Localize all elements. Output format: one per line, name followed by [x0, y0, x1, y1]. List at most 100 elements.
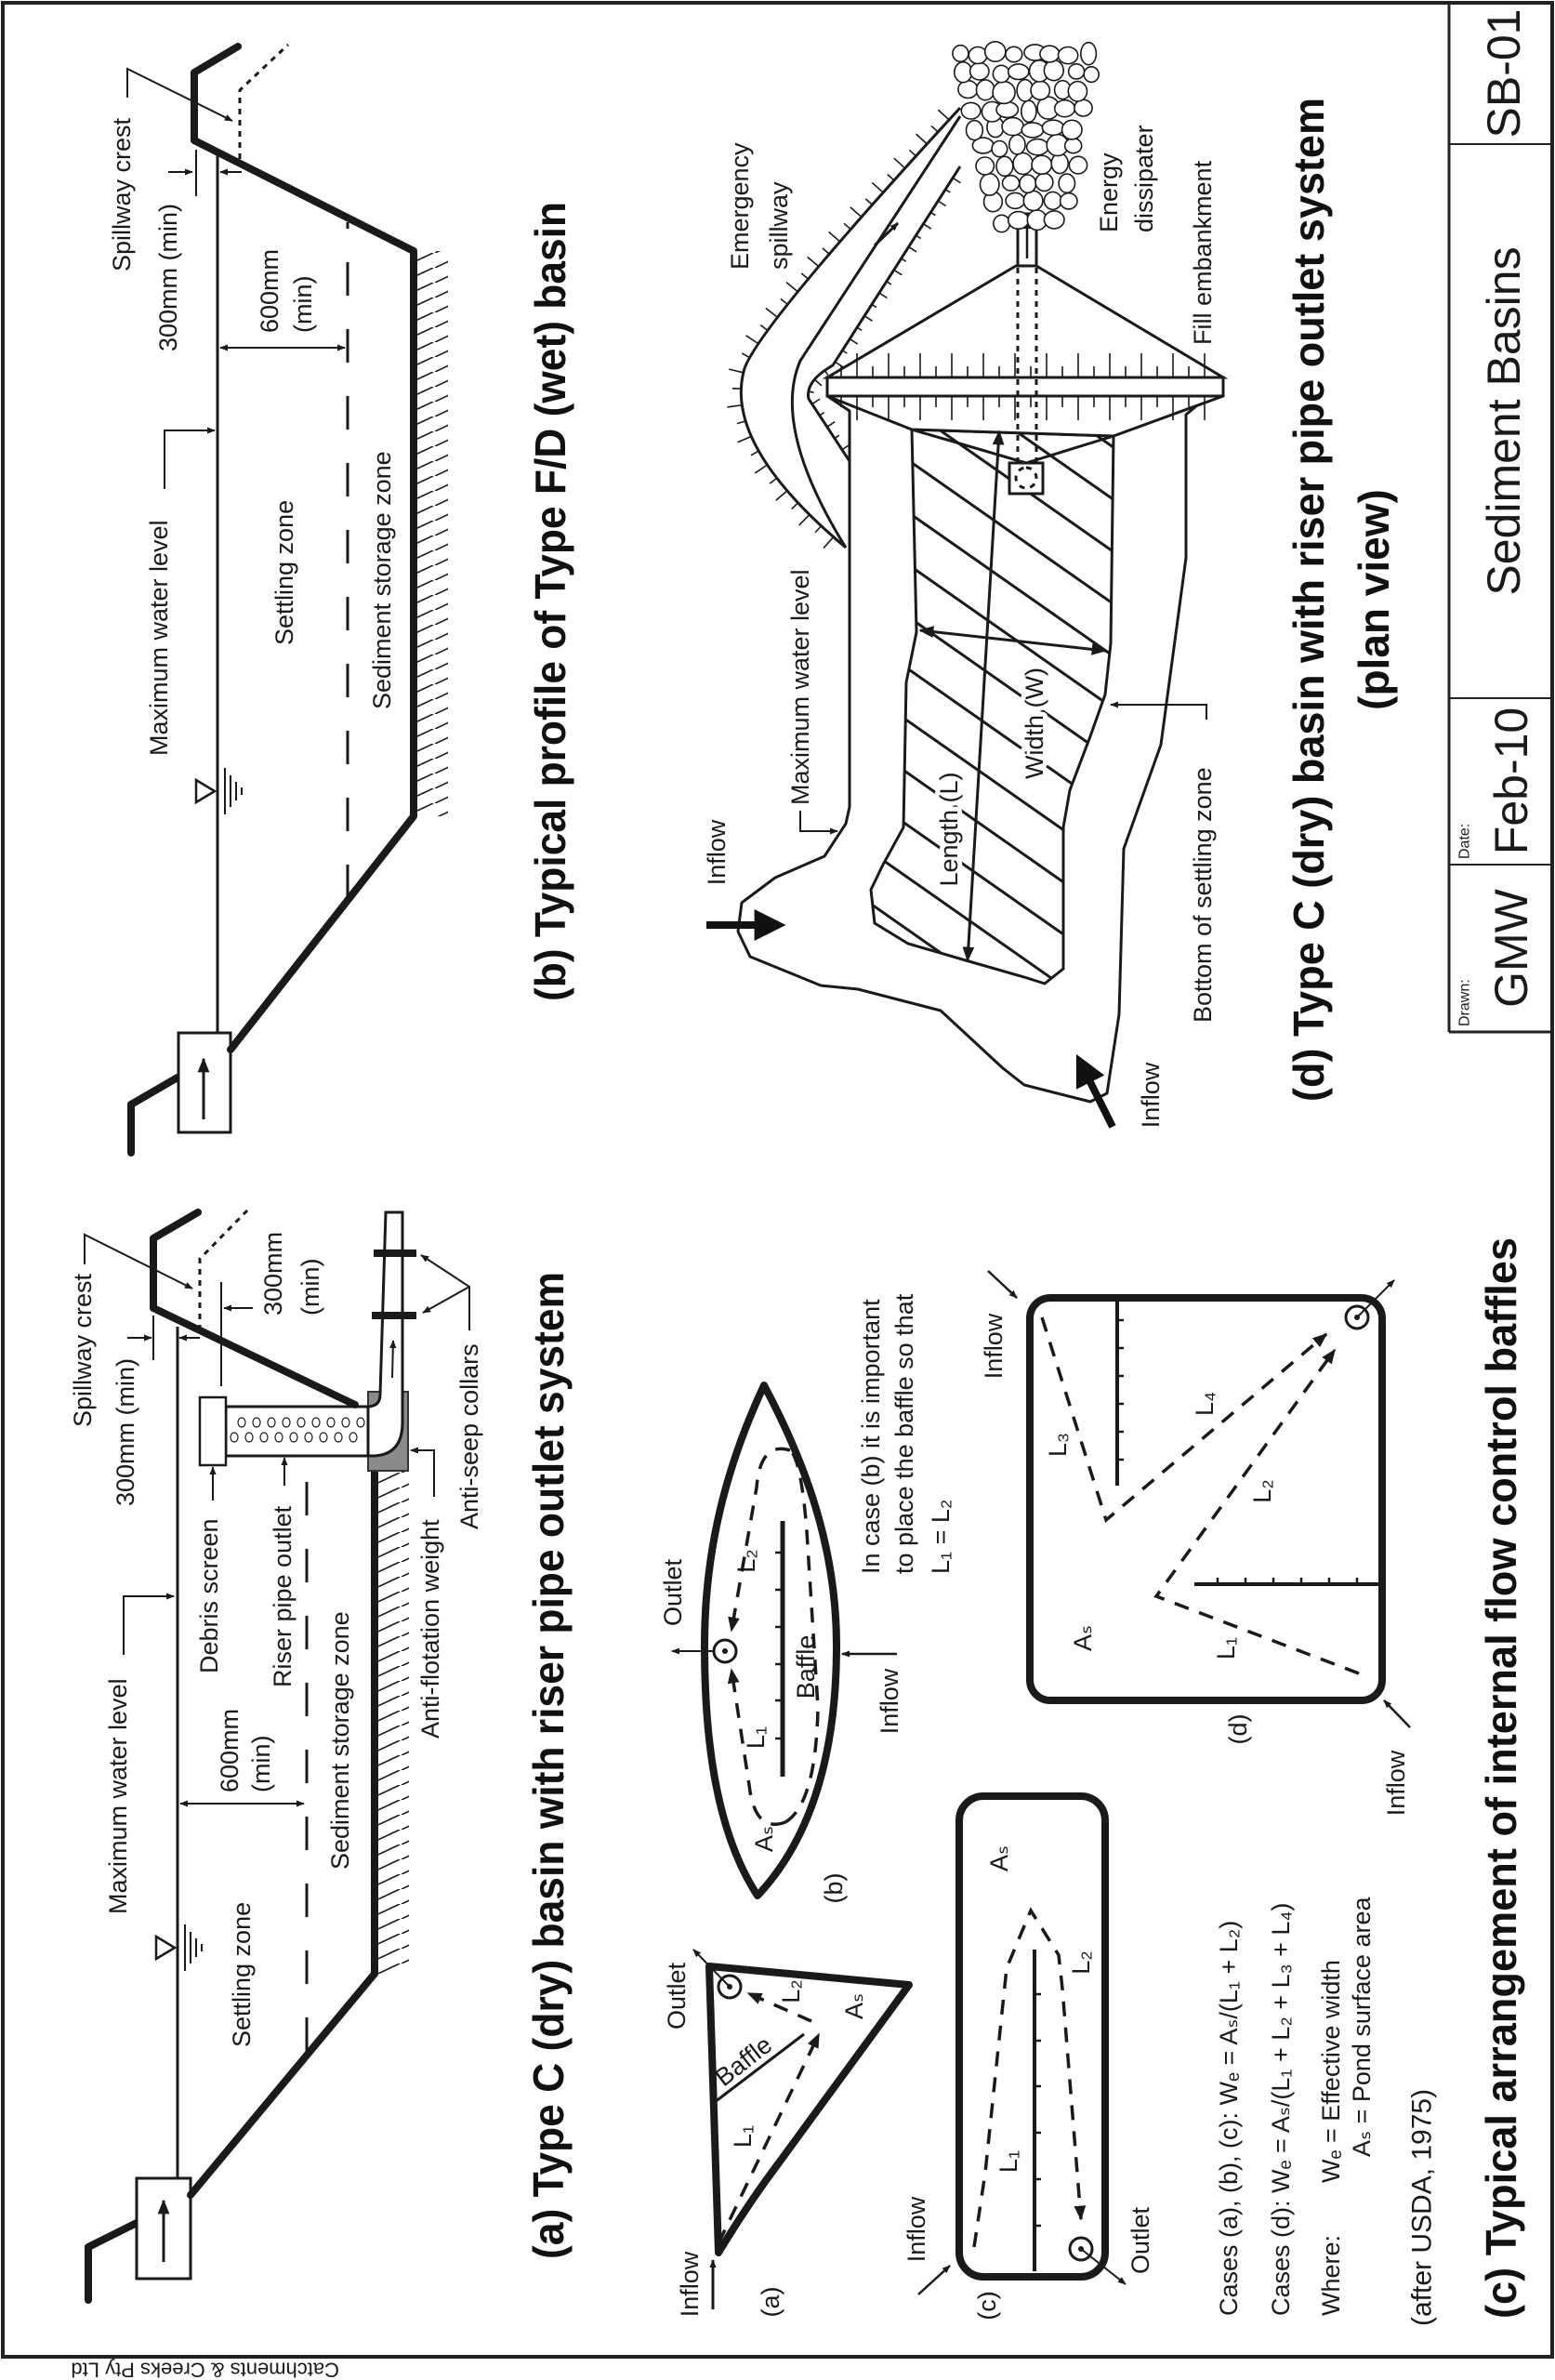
spillway-tick [849, 337, 859, 345]
spillway-tick [807, 256, 820, 268]
label-AS: Aₛ [750, 1826, 778, 1852]
date-value: Feb-10 [1485, 707, 1537, 854]
spillway-tick [798, 514, 810, 526]
rock-cobble [1067, 80, 1088, 102]
inlet-pipe [135, 2176, 192, 2281]
spillway-tick [737, 435, 752, 443]
rock-cobble [1034, 172, 1054, 192]
gravel-stone [326, 1417, 336, 1428]
title-block: Drawn: GMW Date: Feb-10 Sediment Basins … [1447, 3, 1552, 1034]
embankment [150, 1209, 359, 1408]
spillway-tick [750, 450, 759, 456]
panel-a-riser-basin-profile: Maximum water level Settling zone Sedime… [69, 1209, 573, 2304]
spillway-tick [834, 361, 844, 368]
rock-cobble [1012, 152, 1034, 176]
label-L2: L₂ [732, 1549, 760, 1573]
label-L3: L₃ [1044, 1433, 1072, 1457]
spillway-tick [856, 326, 863, 332]
spillway-tick [828, 231, 841, 243]
label-bottom-of-settling-zone: Bottom of settling zone [1189, 767, 1217, 1023]
label-outlet: Outlet [1127, 2206, 1154, 2274]
length-dimension [962, 430, 1005, 962]
emergency-spillway-channel [790, 115, 962, 549]
ground-hatch [416, 251, 448, 816]
spillway-crest-line [238, 43, 290, 159]
spillway-tick [811, 398, 821, 405]
fill-embankment-upstream [826, 394, 1224, 438]
outflow-arrow-icon [389, 1340, 397, 1379]
spillway-tick [800, 272, 810, 280]
inflow-arrow-icon [917, 2265, 951, 2295]
water-level-symbol-icon [154, 1924, 203, 1971]
width-dimension [918, 626, 1107, 655]
rock-cobble [992, 80, 1016, 105]
settling-zone [869, 428, 1115, 985]
rock-cobble [1050, 152, 1069, 175]
formula-cases-d: Cases (d): Wₑ = Aₛ/(L₁ + L₂ + L₃ + L₄) [1267, 1903, 1295, 2316]
spillway-tick [727, 403, 743, 408]
label-crest-300: 300mm [259, 1232, 287, 1316]
gravel-stone [289, 1432, 298, 1443]
spillway-tick [824, 369, 829, 376]
label-depth-600-min: (min) [289, 276, 317, 334]
spillway-tick [780, 298, 788, 306]
rock-cobble [1067, 62, 1086, 80]
footer-credit: Catchments & Creeks Pty Ltd [71, 2359, 339, 2380]
spillway-tick [741, 352, 750, 359]
date-label: Date: [1457, 824, 1473, 859]
rock-cobble [969, 61, 990, 81]
label-settling-zone: Settling zone [270, 500, 298, 645]
spillway-tick [841, 443, 850, 451]
spillway-tick [785, 281, 798, 293]
rock-cobble [1041, 119, 1065, 137]
spillway-tick [937, 109, 950, 121]
formula-cases-abc: Cases (a), (b), (c): Wₑ = Aₛ/(L₁ + L₂) [1215, 1921, 1243, 2316]
spillway-tick [916, 234, 921, 240]
panel-b-wet-basin-profile: Maximum water level Settling zone Sedime… [108, 43, 574, 1157]
gravel-stone [356, 1417, 365, 1428]
label-width: Width (W) [1021, 668, 1048, 779]
label-AS: Aₛ [985, 1845, 1013, 1871]
label-inflow: Inflow [1382, 1750, 1410, 1816]
label-L2: L₂ [1067, 1950, 1095, 1975]
spillway-tick [915, 133, 928, 145]
baffle-ticks [775, 1551, 783, 1740]
baffle-ticks [1117, 1318, 1359, 1584]
gravel-stone [319, 1432, 328, 1443]
label-baffle: Baffle [792, 1635, 820, 1699]
case-a-triangular-basin: Inflow (a) Outlet Baffle L₁ L₂ Aₛ [663, 1949, 913, 2318]
label-spillway-crest: Spillway crest [108, 117, 136, 271]
label-maximum-water-level: Maximum water level [145, 520, 173, 756]
spillway-tick [775, 490, 788, 501]
source-citation: (after USDA, 1975) [1407, 2089, 1438, 2326]
gravel-stone [311, 1417, 321, 1428]
panel-b-title: (b) Typical profile of Type F/D (wet) ba… [526, 202, 574, 1001]
inlet-bank [85, 2219, 140, 2304]
label-L1: L₁ [742, 1726, 770, 1749]
gravel-stone [230, 1432, 239, 1443]
spillway-tick [893, 157, 906, 169]
gravel-stone [304, 1432, 313, 1443]
spillway-tick [736, 420, 746, 425]
rock-cobble [1043, 191, 1062, 211]
rock-cobble [960, 101, 982, 120]
spillway-tick [729, 368, 744, 374]
water-level-symbol-icon [194, 768, 243, 814]
label-inflow: Inflow [703, 819, 731, 885]
label-depth-600: 600mm [216, 1709, 244, 1792]
label-L1: L₁ [729, 2125, 757, 2148]
label-L4: L₄ [1191, 1392, 1219, 1416]
label-inflow: Inflow [980, 1313, 1008, 1379]
spillway-crest-line [198, 1209, 249, 1330]
spillway-tick [871, 181, 884, 193]
baffle [710, 2032, 805, 2107]
rock-cobble [979, 172, 1000, 196]
case-tag-d: (d) [1224, 1714, 1252, 1745]
label-settling-zone: Settling zone [228, 1902, 256, 2047]
label-L1: L₁ [995, 2150, 1022, 2173]
spillway-tick [922, 223, 932, 230]
rock-cobble [991, 139, 1008, 158]
rock-cobble [1005, 192, 1026, 210]
gravel-stone [267, 1417, 276, 1428]
